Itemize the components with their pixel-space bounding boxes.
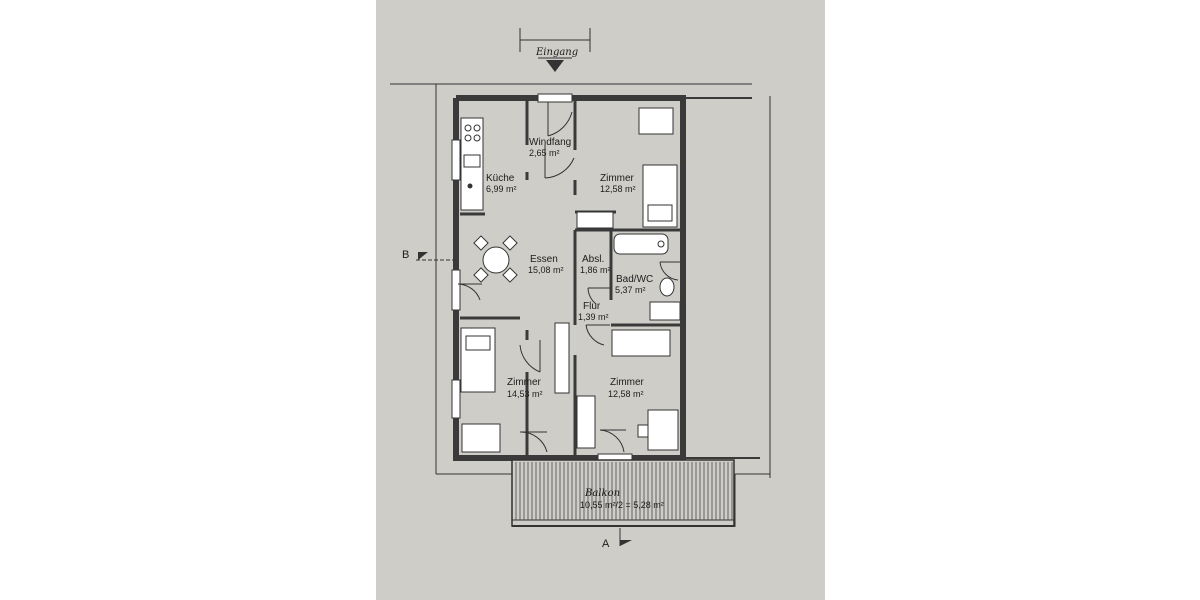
room-area: 5,37 m² xyxy=(615,285,646,295)
room-name: Zimmer xyxy=(507,377,542,388)
room-zimmer-top: Zimmer 12,58 m² xyxy=(600,173,636,194)
room-bad: Bad/WC 5,37 m² xyxy=(615,274,653,295)
section-a-label: A xyxy=(602,538,610,550)
entrance-arrow-icon xyxy=(538,57,572,72)
wardrobe xyxy=(554,322,570,394)
kitchen-counter xyxy=(460,117,484,211)
room-balkon: Balkon 10,55 m²/2 = 5,28 m² xyxy=(580,488,664,510)
room-area: 2,65 m² xyxy=(529,148,560,158)
room-name: Bad/WC xyxy=(616,274,653,285)
dining-table xyxy=(473,235,518,283)
entrance-label: Eingang xyxy=(535,47,578,58)
interior-walls xyxy=(460,98,683,458)
room-zimmer-right: Zimmer 12,58 m² xyxy=(608,377,645,399)
exterior-walls xyxy=(453,95,686,461)
windows xyxy=(451,93,633,463)
room-zimmer-left: Zimmer 14,53 m² xyxy=(507,377,543,399)
room-name: Windfang xyxy=(529,137,571,148)
room-name: Zimmer xyxy=(610,377,645,388)
wardrobe xyxy=(576,211,614,229)
room-area: 12,58 m² xyxy=(608,389,644,399)
room-name: Zimmer xyxy=(600,173,635,184)
section-marker-a xyxy=(619,528,632,546)
bathroom-fittings xyxy=(613,233,681,321)
room-essen: Essen 15,08 m² xyxy=(528,254,564,275)
room-area: 15,08 m² xyxy=(528,265,564,275)
furniture xyxy=(460,107,679,453)
room-area: 1,39 m² xyxy=(578,312,609,322)
room-area: 1,86 m² xyxy=(580,265,611,275)
door-swings xyxy=(457,102,680,453)
room-name: Balkon xyxy=(584,488,620,499)
room-name: Absl. xyxy=(582,254,604,265)
room-kueche: Küche 6,99 m² xyxy=(486,173,517,194)
room-windfang: Windfang 2,65 m² xyxy=(529,137,571,158)
room-area: 6,99 m² xyxy=(486,184,517,194)
room-area: 10,55 m²/2 = 5,28 m² xyxy=(580,500,664,510)
section-b-label: B xyxy=(402,249,409,261)
room-flur: Flur 1,39 m² xyxy=(578,301,609,322)
room-name: Flur xyxy=(583,301,601,312)
section-marker-b xyxy=(416,252,458,261)
room-name: Küche xyxy=(486,173,515,184)
room-name: Essen xyxy=(530,254,558,265)
site-lines xyxy=(390,28,771,527)
balcony xyxy=(511,459,735,527)
room-absl: Absl. 1,86 m² xyxy=(580,254,611,275)
wardrobe xyxy=(576,395,596,449)
room-area: 14,53 m² xyxy=(507,389,543,399)
room-area: 12,58 m² xyxy=(600,184,636,194)
